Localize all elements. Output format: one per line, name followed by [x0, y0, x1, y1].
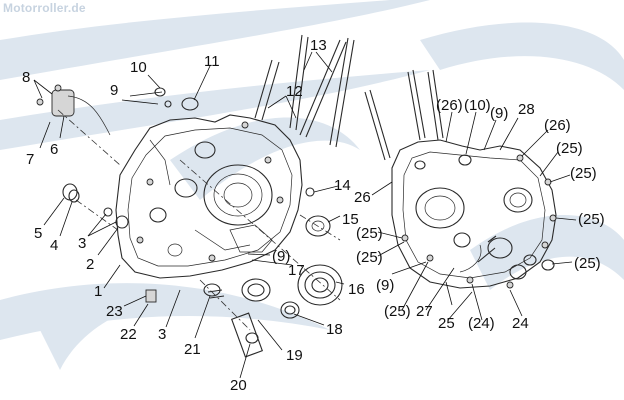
right-crankcase-half — [391, 139, 557, 289]
callout-17: 17 — [288, 262, 305, 279]
callout-9-paren-top: (9) — [490, 105, 508, 122]
callout-7: 7 — [26, 151, 34, 168]
callout-16: 16 — [348, 281, 365, 298]
callout-20: 20 — [230, 377, 247, 394]
callout-9: 9 — [110, 82, 118, 99]
callout-25-paren-l1: (25) — [356, 225, 383, 242]
callout-8: 8 — [22, 69, 30, 86]
callout-25-paren-bottom: (25) — [384, 303, 411, 320]
callout-10: 10 — [130, 59, 147, 76]
callout-labels: 8 7 6 5 4 3 2 1 23 22 3 21 20 19 18 16 1… — [22, 37, 605, 394]
callout-24: 24 — [512, 315, 529, 332]
callout-5: 5 — [34, 225, 42, 242]
leader-lines — [33, 51, 577, 379]
callout-25: 25 — [438, 315, 455, 332]
callout-23: 23 — [106, 303, 123, 320]
callout-25-paren-r4: (25) — [574, 255, 601, 272]
cylinder-studs — [254, 34, 355, 148]
callout-19: 19 — [286, 347, 303, 364]
alignment-axes — [57, 109, 341, 331]
callout-3-lower: 3 — [158, 326, 166, 343]
callout-9-paren-mid: (9) — [272, 248, 290, 265]
callout-21: 21 — [184, 341, 201, 358]
callout-10-paren: (10) — [464, 97, 491, 114]
watermark-swoosh — [0, 0, 624, 370]
callout-25-paren-r1: (25) — [556, 140, 583, 157]
callout-6: 6 — [50, 141, 58, 158]
right-studs — [364, 69, 444, 161]
callout-27: 27 — [416, 303, 433, 320]
watermark-text: Motorroller.de — [3, 1, 86, 15]
callout-18: 18 — [326, 321, 343, 338]
callout-14: 14 — [334, 177, 351, 194]
callout-4: 4 — [50, 237, 58, 254]
callout-3-upper: 3 — [78, 235, 86, 252]
callout-1: 1 — [94, 283, 102, 300]
callout-25-paren-r3: (25) — [578, 211, 605, 228]
callout-22: 22 — [120, 326, 137, 343]
callout-28: 28 — [518, 101, 535, 118]
callout-24-paren: (24) — [468, 315, 495, 332]
callout-2: 2 — [86, 256, 94, 273]
callout-26-left: 26 — [354, 189, 371, 206]
callout-13: 13 — [310, 37, 327, 54]
callout-12: 12 — [286, 83, 303, 100]
left-crankcase-half — [115, 114, 303, 279]
callout-26-paren-top: (26) — [436, 97, 463, 114]
callout-25-paren-l2: (25) — [356, 249, 383, 266]
callout-26-paren-right: (26) — [544, 117, 571, 134]
callout-25-paren-r2: (25) — [570, 165, 597, 182]
callout-15: 15 — [342, 211, 359, 228]
callout-9-paren-bottom: (9) — [376, 277, 394, 294]
callout-11: 11 — [204, 53, 220, 70]
